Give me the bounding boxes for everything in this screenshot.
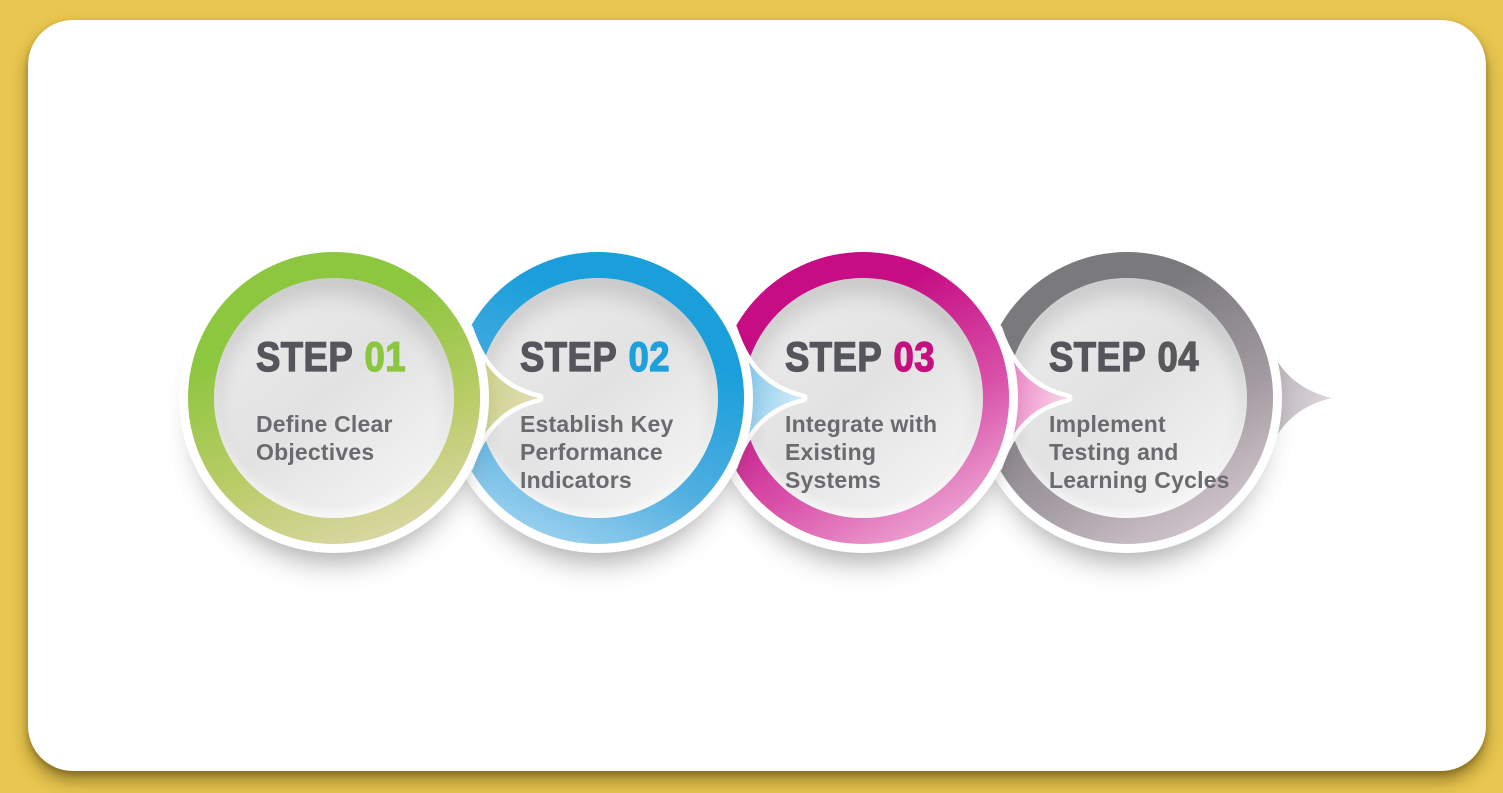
step-inner-disc [214, 278, 454, 518]
step-number: 01 [364, 333, 407, 380]
step-number: 03 [893, 333, 936, 380]
step-title: STEP 01 [255, 333, 407, 380]
step-number: 02 [628, 333, 671, 380]
step-description: Implement Testing and Learning Cycles [1049, 411, 1230, 493]
step-title: STEP 04 [1048, 333, 1200, 380]
step-title: STEP 03 [784, 333, 936, 380]
step-description: Define Clear Objectives [256, 411, 393, 465]
step-number: 04 [1157, 333, 1200, 380]
step-title-label: STEP [255, 333, 354, 380]
step-content: STEP 04 Implement Testing and Learning C… [981, 252, 1273, 544]
step-1-group: STEP 01 Define Clear Objectives [188, 252, 544, 544]
step-content: STEP 02 Establish Key Performance Indica… [452, 252, 744, 544]
step-title: STEP 02 [519, 333, 671, 380]
step-title-label: STEP [784, 333, 883, 380]
step-title-label: STEP [1048, 333, 1147, 380]
step-content: STEP 01 Define Clear Objectives [188, 252, 480, 544]
step-description: Integrate with Existing Systems [785, 411, 938, 493]
step-description: Establish Key Performance Indicators [520, 411, 674, 493]
step-content: STEP 03 Integrate with Existing Systems [717, 252, 1009, 544]
step-title-label: STEP [519, 333, 618, 380]
